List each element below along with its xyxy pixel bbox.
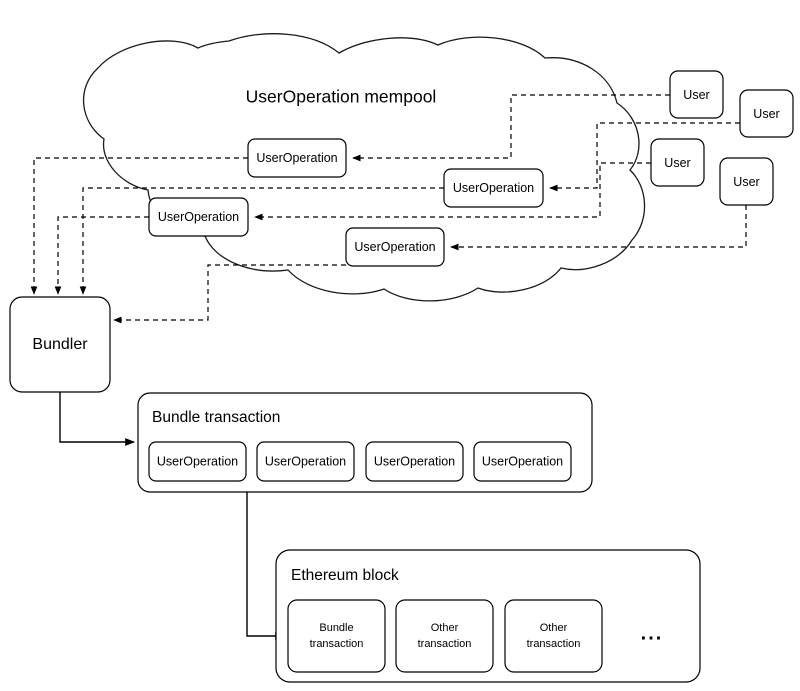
- ethereum-block-label: Ethereum block: [291, 567, 399, 584]
- bundle-userop-1-label: UserOperation: [157, 454, 238, 468]
- user-node-4-label: User: [733, 175, 759, 189]
- user-node-3[interactable]: User: [650, 138, 705, 187]
- bundle-transaction-label: Bundle transaction: [152, 409, 280, 426]
- connection-bundler-to-bundle-transaction: [59, 392, 135, 446]
- user-node-1-box[interactable]: [669, 70, 724, 119]
- mempool-userop-4-box[interactable]: [345, 227, 445, 267]
- mempool-userop-1-box[interactable]: [247, 138, 347, 178]
- user-node-3-label: User: [664, 156, 690, 170]
- block-transaction-2[interactable]: Other transaction: [395, 599, 494, 673]
- bundle-userop-3-label: UserOperation: [374, 454, 455, 468]
- connection-userop3-to-bundler: [54, 216, 149, 295]
- block-transaction-1-label-line1: Bundle: [319, 622, 353, 634]
- block-more-transactions-ellipsis: ...: [641, 622, 664, 644]
- bundle-userop-2-label: UserOperation: [265, 454, 346, 468]
- bundle-userop-4-label: UserOperation: [482, 454, 563, 468]
- bundler-node[interactable]: Bundler: [9, 296, 111, 393]
- mempool-userop-3[interactable]: UserOperation: [148, 197, 249, 237]
- mempool-userop-1[interactable]: UserOperation: [247, 138, 347, 178]
- bundle-transaction-node[interactable]: Bundle transaction UserOperation UserOpe…: [137, 392, 593, 493]
- connection-user2-to-userop2: [549, 122, 740, 192]
- block-transaction-2-box[interactable]: [395, 599, 494, 673]
- bundle-userop-1[interactable]: UserOperation: [148, 441, 247, 482]
- connection-bundle-transaction-to-block: [246, 492, 285, 640]
- user-node-4-box[interactable]: [719, 157, 774, 206]
- bundle-userop-3[interactable]: UserOperation: [365, 441, 464, 482]
- bundler-label: Bundler: [32, 336, 88, 353]
- mempool-userop-3-label: UserOperation: [158, 210, 239, 224]
- bundler-box[interactable]: [9, 296, 111, 393]
- mempool-userop-3-box[interactable]: [148, 197, 249, 237]
- connection-user4-to-userop4: [450, 205, 747, 251]
- bundle-userop-2-box[interactable]: [256, 441, 355, 482]
- bundle-userop-4[interactable]: UserOperation: [473, 441, 572, 482]
- mempool-userop-1-label: UserOperation: [256, 151, 337, 165]
- block-transaction-3-label-line1: Other: [540, 622, 568, 634]
- mempool-userop-2-box[interactable]: [443, 168, 544, 208]
- bundle-userop-2[interactable]: UserOperation: [256, 441, 355, 482]
- mempool-title: UserOperation mempool: [246, 87, 437, 107]
- bundle-userop-3-box[interactable]: [365, 441, 464, 482]
- block-transaction-2-label-line1: Other: [431, 622, 459, 634]
- user-node-1-label: User: [683, 88, 709, 102]
- connection-userop2-to-bundler: [79, 187, 444, 295]
- mempool-userop-4-label: UserOperation: [354, 240, 435, 254]
- bundle-userop-4-box[interactable]: [473, 441, 572, 482]
- block-transaction-3-box[interactable]: [504, 599, 603, 673]
- connection-user1-to-userop1: [352, 94, 670, 162]
- bundle-userop-1-box[interactable]: [148, 441, 247, 482]
- ethereum-block-node[interactable]: Ethereum block Bundle transaction Other …: [275, 549, 701, 683]
- user-node-1[interactable]: User: [669, 70, 724, 119]
- mempool-userop-4[interactable]: UserOperation: [345, 227, 445, 267]
- connection-userop4-to-bundler: [113, 264, 346, 324]
- mempool-userop-2[interactable]: UserOperation: [443, 168, 544, 208]
- block-transaction-1-label-line2: transaction: [310, 638, 364, 650]
- user-node-2-box[interactable]: [739, 89, 794, 138]
- block-transaction-1[interactable]: Bundle transaction: [287, 599, 386, 673]
- block-transaction-3[interactable]: Other transaction: [504, 599, 603, 673]
- mempool-userop-2-label: UserOperation: [453, 181, 534, 195]
- block-transaction-1-box[interactable]: [287, 599, 386, 673]
- block-transaction-2-label-line2: transaction: [418, 638, 472, 650]
- user-node-2[interactable]: User: [739, 89, 794, 138]
- user-node-4[interactable]: User: [719, 157, 774, 206]
- user-node-2-label: User: [753, 107, 779, 121]
- block-transaction-3-label-line2: transaction: [527, 638, 581, 650]
- user-node-3-box[interactable]: [650, 138, 705, 187]
